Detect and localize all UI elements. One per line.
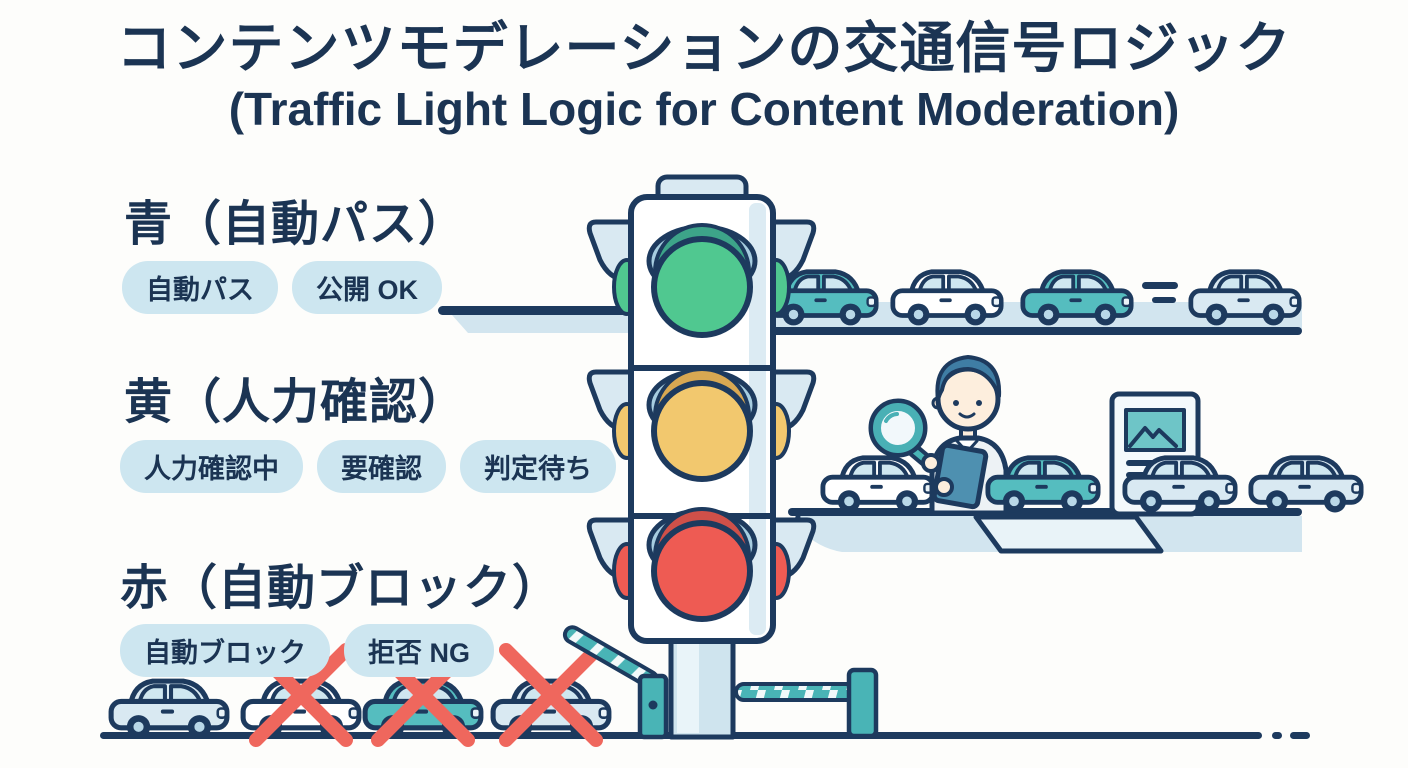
status-badge: 判定待ち [460, 440, 616, 493]
moderator-person-icon [868, 355, 1009, 516]
badge-row-red: 自動ブロック拒否 NG [120, 624, 495, 677]
title-english: (Traffic Light Logic for Content Moderat… [228, 82, 1180, 135]
status-badge: 自動パス [122, 261, 278, 314]
badge-row-yellow: 人力確認中要確認判定待ち [120, 440, 616, 493]
section-heading-green: 青（自動パス） [124, 198, 468, 251]
badge-row-green: 自動パス公開 OK [122, 261, 443, 314]
green-lamp-icon [646, 223, 758, 338]
barrier-gate-icon [562, 625, 879, 740]
car-icon [893, 272, 1001, 326]
status-badge: 公開 OK [292, 261, 443, 314]
speed-lines [1142, 282, 1178, 303]
car-icon [1023, 272, 1131, 326]
title-japanese: コンテンツモデレーションの交通信号ロジック [116, 17, 1292, 79]
yellow-lamp-icon [646, 367, 758, 482]
magnifier-icon [868, 398, 941, 473]
status-badge: 自動ブロック [120, 624, 330, 677]
status-badge: 拒否 NG [344, 624, 495, 677]
section-heading-red: 赤（自動ブロック） [120, 562, 562, 615]
car-icon [1191, 272, 1299, 326]
status-badge: 人力確認中 [120, 440, 303, 493]
page-title: コンテンツモデレーションの交通信号ロジック (Traffic Light Log… [0, 17, 1408, 135]
red-lamp-icon [646, 507, 758, 622]
middle-road [783, 508, 1302, 587]
section-heading-yellow: 黄（人力確認） [124, 376, 468, 429]
car-icon [823, 458, 933, 513]
status-badge: 要確認 [317, 440, 446, 493]
car-icon [111, 681, 227, 738]
car-icon [1251, 458, 1361, 513]
clipboard-tablet-icon [931, 442, 989, 510]
inspection-zone [973, 514, 1164, 554]
traffic-light-icon [586, 174, 817, 740]
